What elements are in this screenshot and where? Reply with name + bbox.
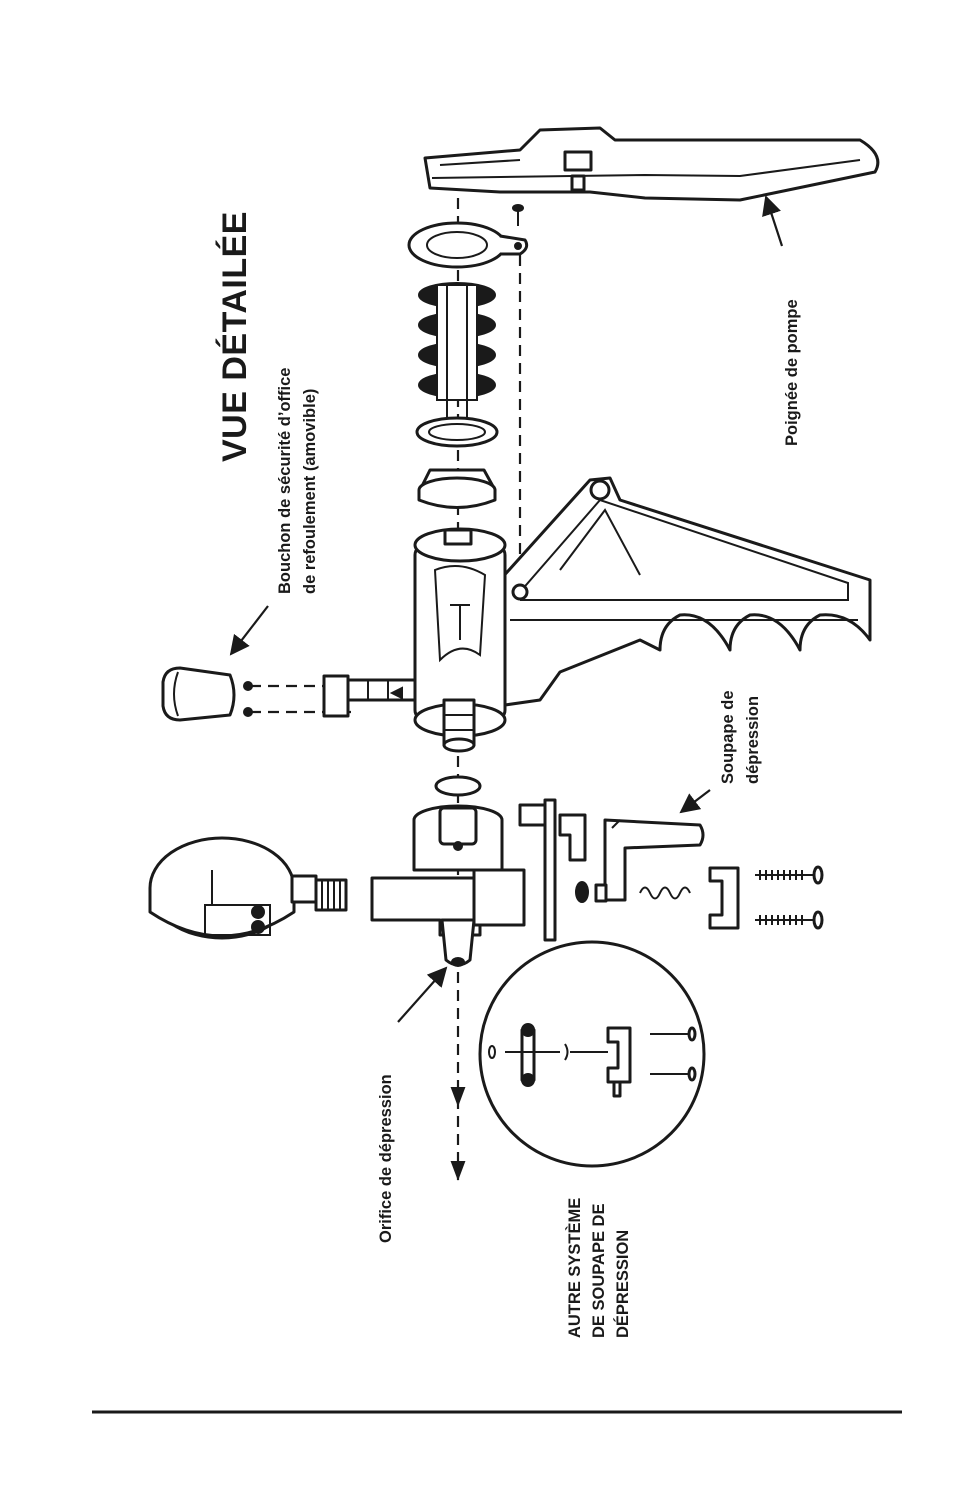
cap-screw-top xyxy=(244,682,252,690)
piston-o-ring xyxy=(417,418,497,446)
cap-leader-arrow xyxy=(231,606,268,654)
handle-leader-arrow xyxy=(766,197,782,246)
port-screw-lower xyxy=(452,1162,464,1178)
coupling-o-ring xyxy=(436,777,480,795)
release-valve-port xyxy=(324,676,415,716)
valve-label-line1: Soupape de xyxy=(719,690,737,784)
port-leader-arrow xyxy=(398,968,446,1022)
vacuum-gauge xyxy=(150,838,346,938)
diagram-title: VUE DÉTAILÉE xyxy=(216,211,254,462)
piston-spring xyxy=(419,283,495,420)
valve-block xyxy=(372,806,524,935)
port-screw-upper xyxy=(452,1088,464,1104)
release-valve-lever xyxy=(520,800,703,940)
valve-spring xyxy=(640,888,690,899)
handle-screw xyxy=(513,205,523,226)
pump-handle xyxy=(425,128,878,200)
cylinder-outlet-fitting xyxy=(444,700,474,751)
valve-label-line2: dépression xyxy=(744,696,762,784)
valve-leader-arrow xyxy=(681,790,710,812)
valve-screw-upper xyxy=(755,867,822,883)
piston-head xyxy=(419,470,495,508)
alt-system-label-line3: DÉPRESSION xyxy=(613,1230,632,1338)
cap-label-line2: de refoulement (amovible) xyxy=(301,389,319,594)
handle-label: Poignée de pompe xyxy=(783,299,801,446)
valve-ball-seal xyxy=(576,882,606,902)
cap-screw-bottom xyxy=(244,708,252,716)
port-label: Orifice de dépression xyxy=(377,1074,395,1243)
vacuum-port-nozzle xyxy=(442,920,474,966)
valve-screw-lower xyxy=(755,912,822,928)
cap-label-line1: Bouchon de sécurité d’office xyxy=(276,368,294,594)
alt-system-label-line1: AUTRE SYSTÈME xyxy=(565,1198,584,1338)
alternate-system-detail xyxy=(480,942,704,1166)
valve-housing xyxy=(710,868,738,928)
safety-cap xyxy=(163,668,234,720)
alt-system-label-line2: DE SOUPAPE DE xyxy=(590,1204,608,1338)
piston-retainer-ring xyxy=(409,223,527,267)
pump-body-grip xyxy=(500,478,870,705)
